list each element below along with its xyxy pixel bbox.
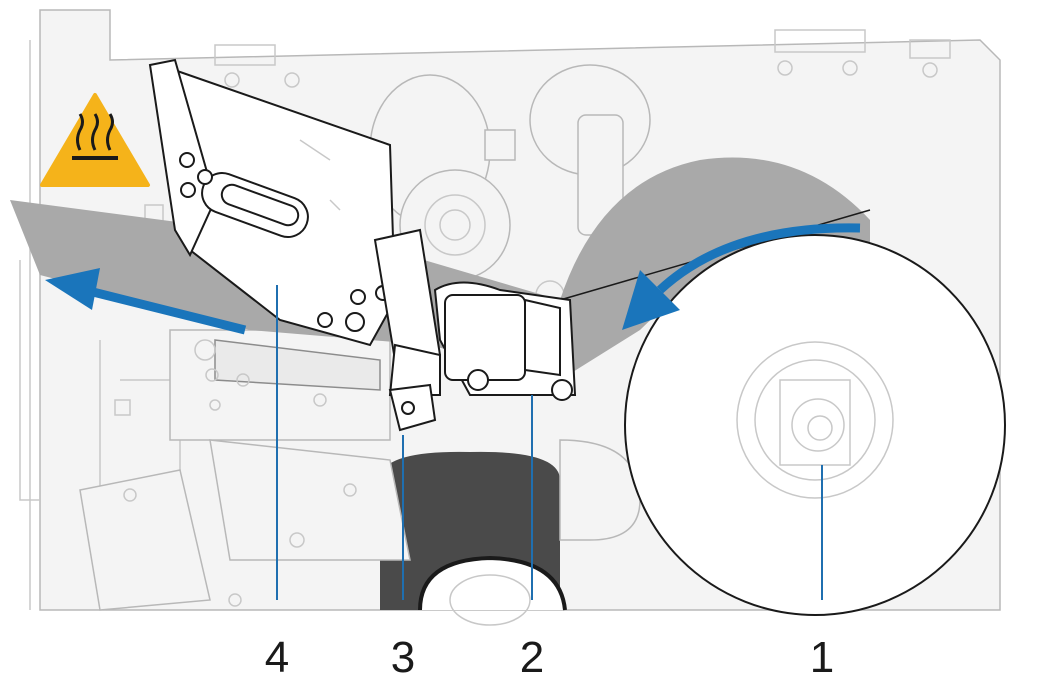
- pinch-roller-assembly: [433, 281, 577, 401]
- hot-surface-warning-icon: [40, 93, 150, 187]
- callout-number-3: 3: [391, 633, 415, 679]
- ribbon-roll: [380, 439, 641, 626]
- callout-numbers: 1 2 3 4: [265, 633, 834, 679]
- arrow-left-icon: [83, 285, 247, 335]
- curved-arrow-icon: [656, 223, 861, 294]
- printhead-assembly: [148, 58, 442, 432]
- callout-number-1: 1: [810, 633, 834, 679]
- callout-number-2: 2: [520, 633, 544, 679]
- ribbon-spindles: [369, 64, 651, 310]
- lower-mechanism: [79, 329, 411, 611]
- arrow-left-head: [45, 268, 100, 310]
- feed-arrows: [45, 223, 861, 335]
- callout-number-4: 4: [265, 633, 289, 679]
- callout-leaders: [276, 285, 823, 600]
- curved-arrow-head: [622, 270, 680, 330]
